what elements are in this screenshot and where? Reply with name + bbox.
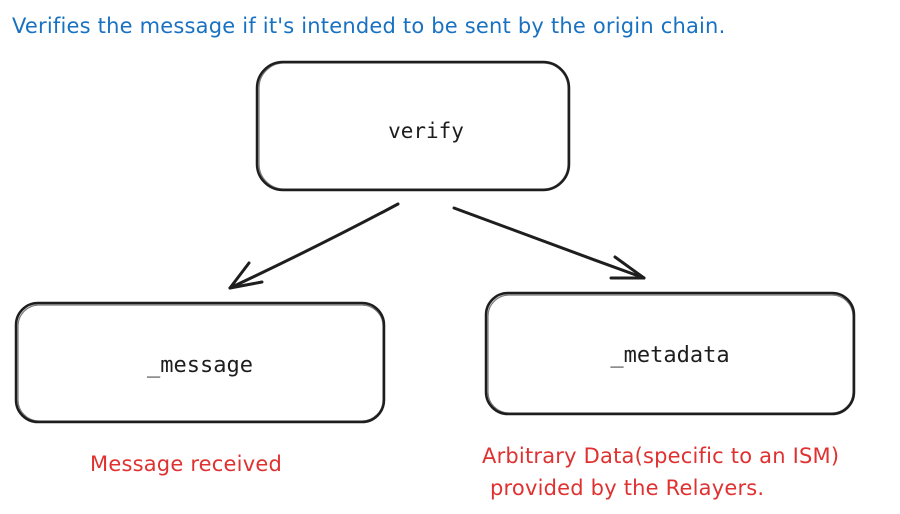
message-node: _message <box>14 301 386 424</box>
metadata-node-label: _metadata <box>610 343 729 368</box>
verify-node: verify <box>255 60 571 192</box>
metadata-note-line2: provided by the Relayers. <box>490 476 765 500</box>
metadata-note-line1: Arbitrary Data(specific to an ISM) <box>482 444 840 468</box>
message-node-label: _message <box>147 353 253 378</box>
verify-node-label: verify <box>388 119 464 143</box>
diagram-heading: Verifies the message if it's intended to… <box>12 14 726 38</box>
message-note: Message received <box>90 452 282 476</box>
arrow-verify-to-message <box>228 202 400 290</box>
arrow-verify-to-metadata <box>452 206 646 280</box>
metadata-node: _metadata <box>484 291 856 416</box>
